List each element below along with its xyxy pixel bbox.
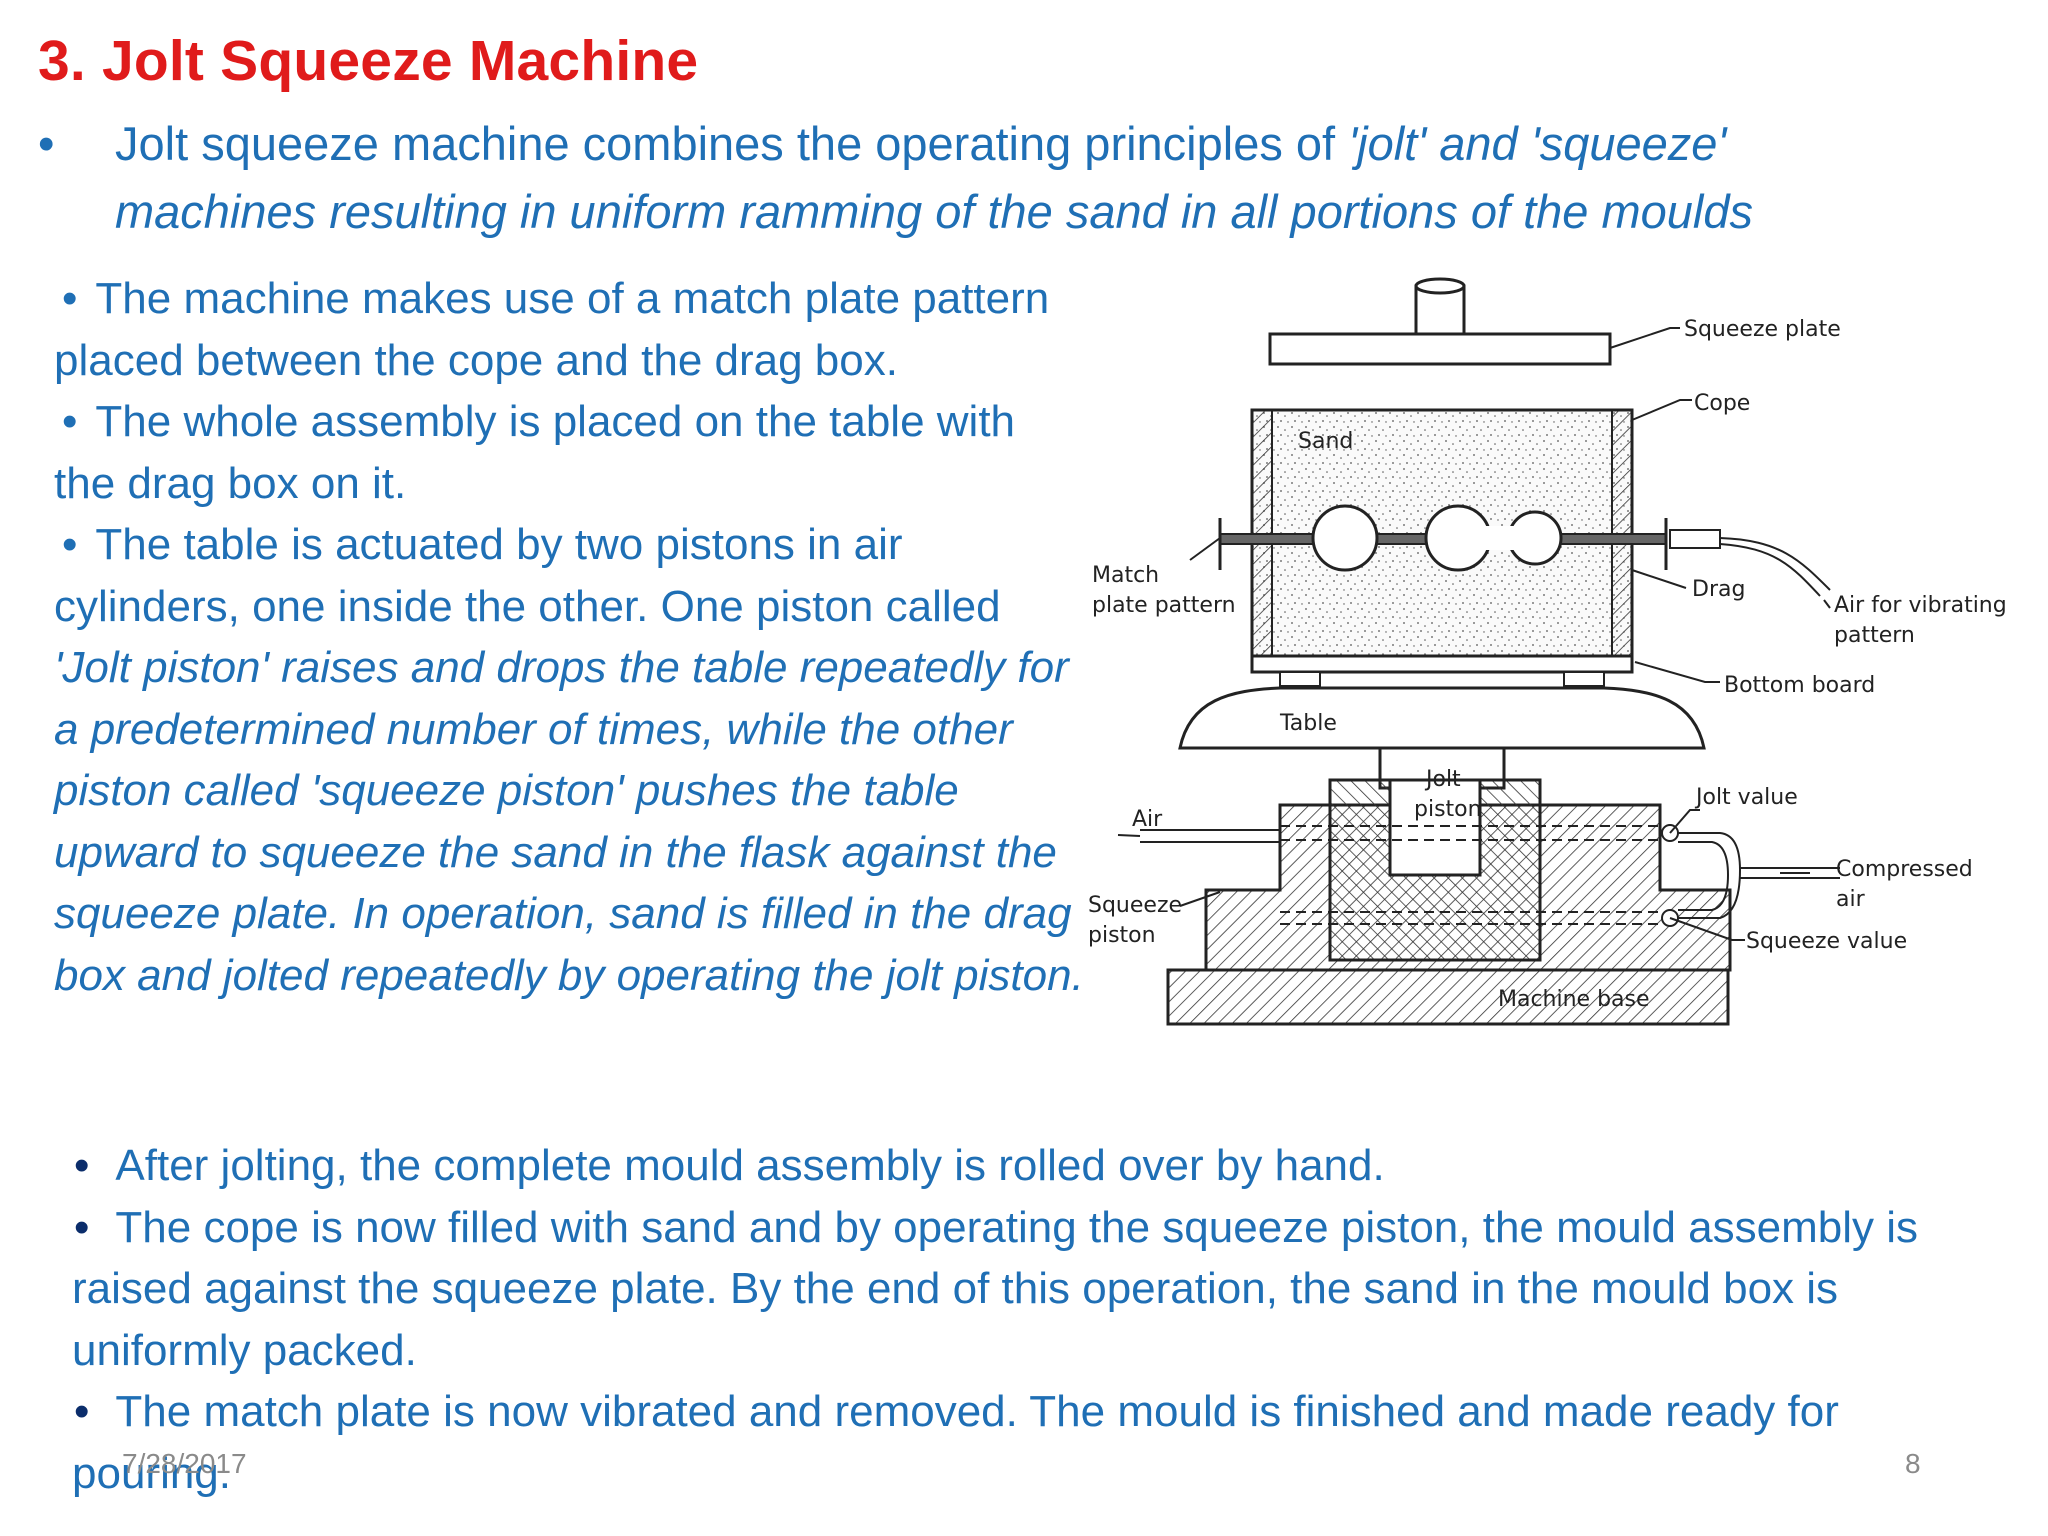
label-compressed: Compressed — [1836, 857, 1973, 882]
bullet-text-5: The cope is now filled with sand and by … — [72, 1202, 1919, 1375]
bullet-icon: • — [62, 397, 78, 446]
intro-text-italic-2: machines resulting in uniform ramming of… — [115, 185, 1753, 238]
bullet-text-3-plain: The table is actuated by two pistons in … — [54, 520, 1001, 631]
bullet-item-3: •The table is actuated by two pistons in… — [54, 514, 1084, 1006]
bullet-icon: • — [74, 1202, 90, 1252]
label-jolt: Jolt — [1424, 767, 1461, 792]
bullet-item-6: •The match plate is now vibrated and rem… — [72, 1381, 2002, 1504]
bullet-text-3-italic: 'Jolt piston' raises and drops the table… — [54, 643, 1084, 1000]
bullet-text-1: The machine makes use of a match plate p… — [54, 274, 1050, 385]
label-cope: Cope — [1694, 391, 1750, 416]
label-squeeze-plate: Squeeze plate — [1684, 317, 1841, 342]
bullet-icon: • — [38, 117, 55, 170]
squeeze-plate — [1268, 277, 1612, 366]
bullet-item-4: • After jolting, the complete mould assem… — [72, 1135, 2002, 1197]
label-squeeze: Squeeze — [1088, 893, 1182, 918]
cylinder-assembly — [1140, 778, 1840, 972]
label-air-vibrating-2: pattern — [1834, 623, 1915, 648]
bottom-text: • After jolting, the complete mould assem… — [72, 1135, 2002, 1504]
bullet-icon: • — [62, 520, 78, 569]
label-table: Table — [1279, 711, 1337, 736]
intro-text: Jolt squeeze machine combines the operat… — [115, 110, 2018, 246]
bullet-icon: • — [74, 1387, 90, 1436]
bullet-text-6: The match plate is now vibrated and remo… — [72, 1387, 1839, 1498]
label-jolt-2: piston — [1414, 797, 1482, 822]
bullet-item-2: •The whole assembly is placed on the tab… — [54, 391, 1084, 514]
bullet-item-5: •The cope is now filled with sand and by… — [72, 1197, 2002, 1382]
flask — [1218, 408, 1831, 658]
bullet-icon: • — [74, 1141, 90, 1190]
bullet-icon: • — [62, 274, 78, 323]
machine-base — [1166, 968, 1730, 1026]
label-match-2: plate pattern — [1092, 593, 1236, 618]
label-sand: Sand — [1298, 429, 1353, 454]
leader-lines — [1117, 327, 1831, 941]
label-air-vibrating: Air for vibrating — [1834, 593, 2007, 618]
label-match: Match — [1092, 563, 1159, 588]
bullet-item-1: •The machine makes use of a match plate … — [54, 268, 1084, 391]
page-number: 8 — [1905, 1448, 1921, 1479]
label-squeeze-value: Squeeze value — [1746, 929, 1907, 954]
label-bottom-board: Bottom board — [1724, 673, 1875, 698]
label-squeeze-2: piston — [1088, 923, 1156, 948]
intro-paragraph: • Jolt squeeze machine combines the oper… — [38, 110, 2018, 246]
bullet-text-4: After jolting, the complete mould assemb… — [115, 1141, 1385, 1190]
intro-text-plain: Jolt squeeze machine combines the operat… — [115, 117, 1349, 170]
label-air: Air — [1132, 807, 1163, 832]
left-column-text: •The machine makes use of a match plate … — [54, 268, 1084, 1006]
bullet-text-2: The whole assembly is placed on the tabl… — [54, 397, 1016, 508]
footer-date: 7/28/2017 — [122, 1448, 247, 1479]
label-compressed-2: air — [1836, 887, 1866, 912]
slide-title: 3. Jolt Squeeze Machine — [38, 29, 699, 93]
label-drag: Drag — [1692, 577, 1745, 602]
table — [1178, 654, 1706, 790]
jolt-squeeze-machine-diagram: Squeeze plate Cope Sand Match plate patt… — [1088, 277, 2007, 1026]
label-machine-base: Machine base — [1498, 987, 1650, 1012]
intro-text-italic-1: 'jolt' and 'squeeze' — [1348, 117, 1727, 170]
label-jolt-value: Jolt value — [1694, 785, 1798, 810]
